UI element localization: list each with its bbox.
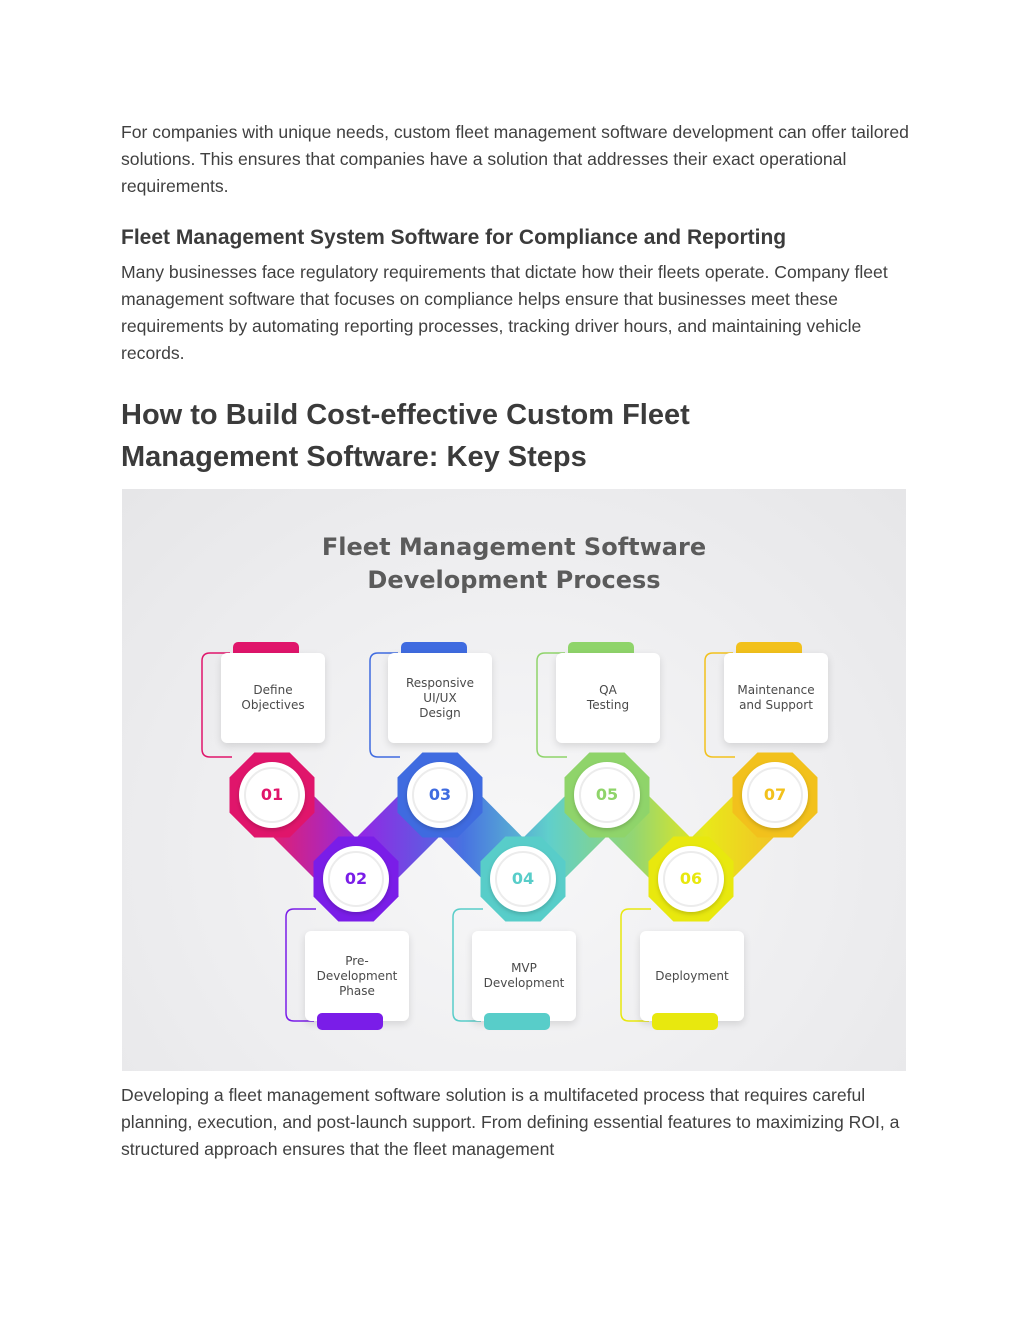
step-07-badge [742, 762, 808, 828]
step-03-badge [407, 762, 473, 828]
section-heading: How to Build Cost-effective Custom Fleet… [121, 399, 690, 473]
step-01-number: 01 [260, 785, 284, 804]
step-04-number: 04 [511, 869, 535, 888]
step-05-card: QA Testing [556, 653, 660, 743]
step-04-tab [484, 1013, 550, 1030]
step-05-badge-ring [579, 767, 635, 823]
step-02-badge-ring [328, 851, 384, 907]
step-02-tab [317, 1013, 383, 1030]
step-05-number: 05 [595, 785, 619, 804]
figure-title: Fleet Management Software Development Pr… [122, 531, 906, 597]
step-05-badge [574, 762, 640, 828]
step-06-connector [620, 908, 651, 1022]
step-04-badge-ring [495, 851, 551, 907]
step-01-card: Define Objectives [221, 653, 325, 743]
step-03-connector [369, 652, 400, 758]
step-07-badge-ring [747, 767, 803, 823]
closing-paragraph: Developing a fleet management software s… [121, 1085, 900, 1159]
step-05-connector [536, 652, 567, 758]
step-02-card: Pre- Development Phase [305, 931, 409, 1021]
step-01-connector [201, 652, 232, 758]
step-06-number: 06 [679, 869, 703, 888]
step-02-connector [285, 908, 316, 1022]
step-03-number: 03 [428, 785, 452, 804]
step-07-number: 07 [763, 785, 787, 804]
step-07-connector [704, 652, 735, 758]
figure-title-line-2: Development Process [367, 566, 661, 594]
compliance-paragraph: Many businesses face regulatory requirem… [121, 262, 888, 363]
step-06-card: Deployment [640, 931, 744, 1021]
step-06-badge [658, 846, 724, 912]
step-06-badge-ring [663, 851, 719, 907]
compliance-heading: Fleet Management System Software for Com… [121, 226, 787, 249]
step-04-connector [452, 908, 483, 1022]
figure-title-line-1: Fleet Management Software [321, 533, 707, 561]
step-02-badge [323, 846, 389, 912]
step-07-card: Maintenance and Support [724, 653, 828, 743]
intro-paragraph: For companies with unique needs, custom … [121, 122, 909, 196]
step-01-badge-ring [244, 767, 300, 823]
step-06-tab [652, 1013, 718, 1030]
step-02-number: 02 [344, 869, 368, 888]
step-03-badge-ring [412, 767, 468, 823]
step-03-card: Responsive UI/UX Design [388, 653, 492, 743]
step-01-badge [239, 762, 305, 828]
step-04-badge [490, 846, 556, 912]
process-graphic [201, 652, 818, 1022]
step-04-card: MVP Development [472, 931, 576, 1021]
process-infographic: Fleet Management Software Development Pr… [122, 489, 906, 1071]
